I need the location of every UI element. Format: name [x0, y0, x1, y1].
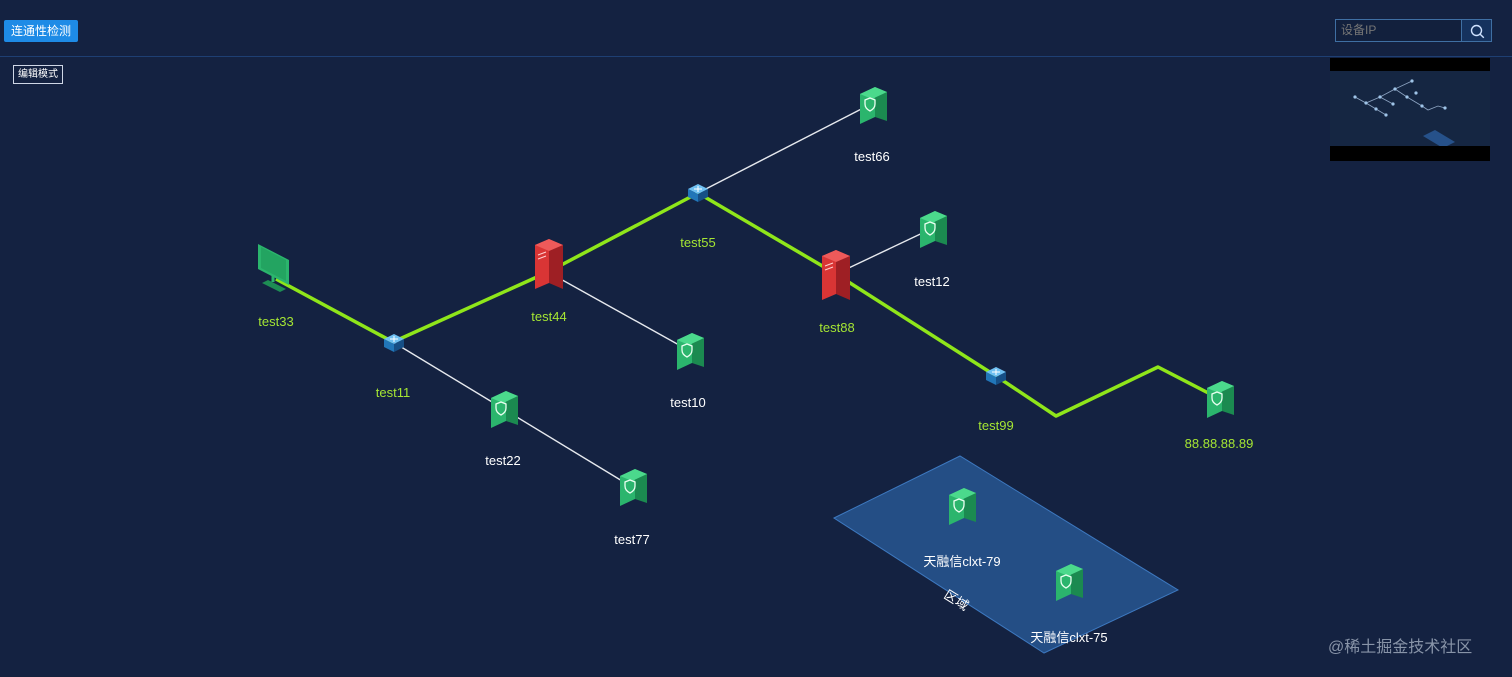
- search-button[interactable]: [1461, 19, 1492, 42]
- node-label-clxt79: 天融信clxt-79: [923, 554, 1001, 569]
- region-area[interactable]: [832, 455, 1180, 654]
- node-test66[interactable]: [859, 86, 888, 125]
- node-label-test33: test33: [258, 314, 294, 329]
- node-label-test10: test10: [670, 395, 706, 410]
- node-label-test55: test55: [680, 235, 716, 250]
- node-label-test99: test99: [978, 418, 1014, 433]
- node-label-clxt75: 天融信clxt-75: [1030, 630, 1108, 645]
- search-icon: [1470, 24, 1485, 39]
- node-label-test11: test11: [375, 385, 411, 400]
- node-test88[interactable]: [821, 249, 851, 301]
- node-ip-88[interactable]: [1206, 380, 1235, 419]
- active-links: [275, 191, 1219, 418]
- node-label-test44: test44: [531, 309, 567, 324]
- node-label-ip-88: 88.88.88.89: [1184, 436, 1254, 451]
- node-test12[interactable]: [919, 210, 948, 249]
- idle-links: [392, 102, 932, 488]
- topology-canvas[interactable]: [0, 56, 1512, 677]
- toolbar: 连通性检测: [0, 0, 1512, 56]
- minimap-viewport: [1330, 71, 1490, 148]
- node-label-test22: test22: [485, 453, 521, 468]
- device-ip-input[interactable]: [1335, 19, 1465, 42]
- node-label-test77: test77: [614, 532, 650, 547]
- node-label-test66: test66: [854, 149, 890, 164]
- node-test22[interactable]: [490, 390, 519, 429]
- node-test10[interactable]: [676, 332, 705, 371]
- node-test44[interactable]: [534, 238, 564, 290]
- node-label-test12: test12: [914, 274, 950, 289]
- connectivity-check-button[interactable]: 连通性检测: [4, 20, 79, 42]
- node-label-test88: test88: [819, 320, 855, 335]
- minimap-graph: [1353, 79, 1455, 148]
- watermark: @稀土掘金技术社区: [1328, 639, 1473, 656]
- node-test55[interactable]: [687, 183, 709, 203]
- node-test77[interactable]: [619, 468, 648, 507]
- device-ip-search: [1335, 19, 1492, 42]
- edit-mode-button[interactable]: 编辑模式: [13, 65, 63, 84]
- minimap[interactable]: [1330, 58, 1490, 161]
